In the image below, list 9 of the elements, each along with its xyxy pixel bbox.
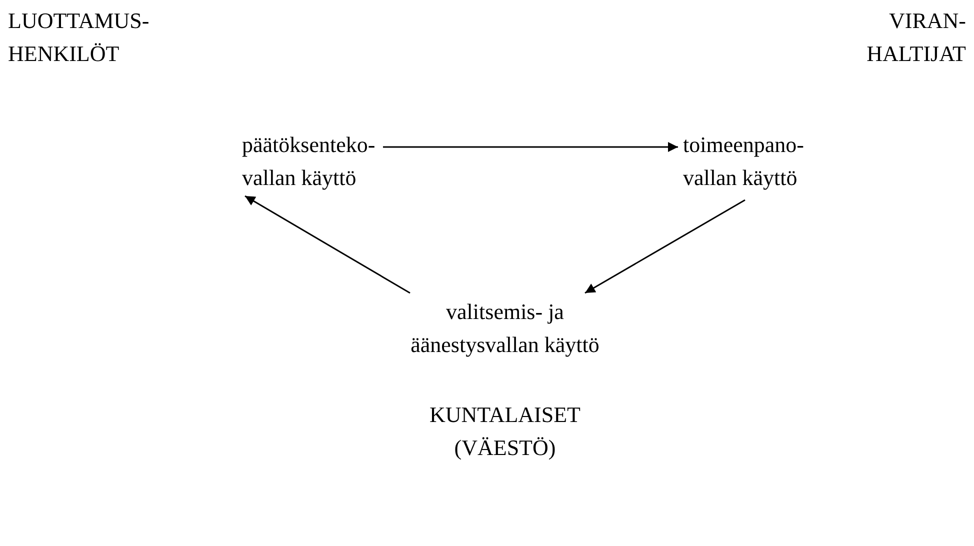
node-text: valitsemis- ja äänestysvallan käyttö [380,295,630,361]
group-label: VIRAN- HALTIJAT [866,7,966,68]
node-text: toimeenpano- vallan käyttö [683,128,833,194]
arrow [244,195,410,294]
group-label: KUNTALAISET (VÄESTÖ) [428,401,582,462]
group-label: LUOTTAMUS- HENKILÖT [8,7,150,68]
node-text: päätöksenteko- vallan käyttö [242,128,382,194]
arrow [383,142,678,152]
arrow [584,199,746,294]
